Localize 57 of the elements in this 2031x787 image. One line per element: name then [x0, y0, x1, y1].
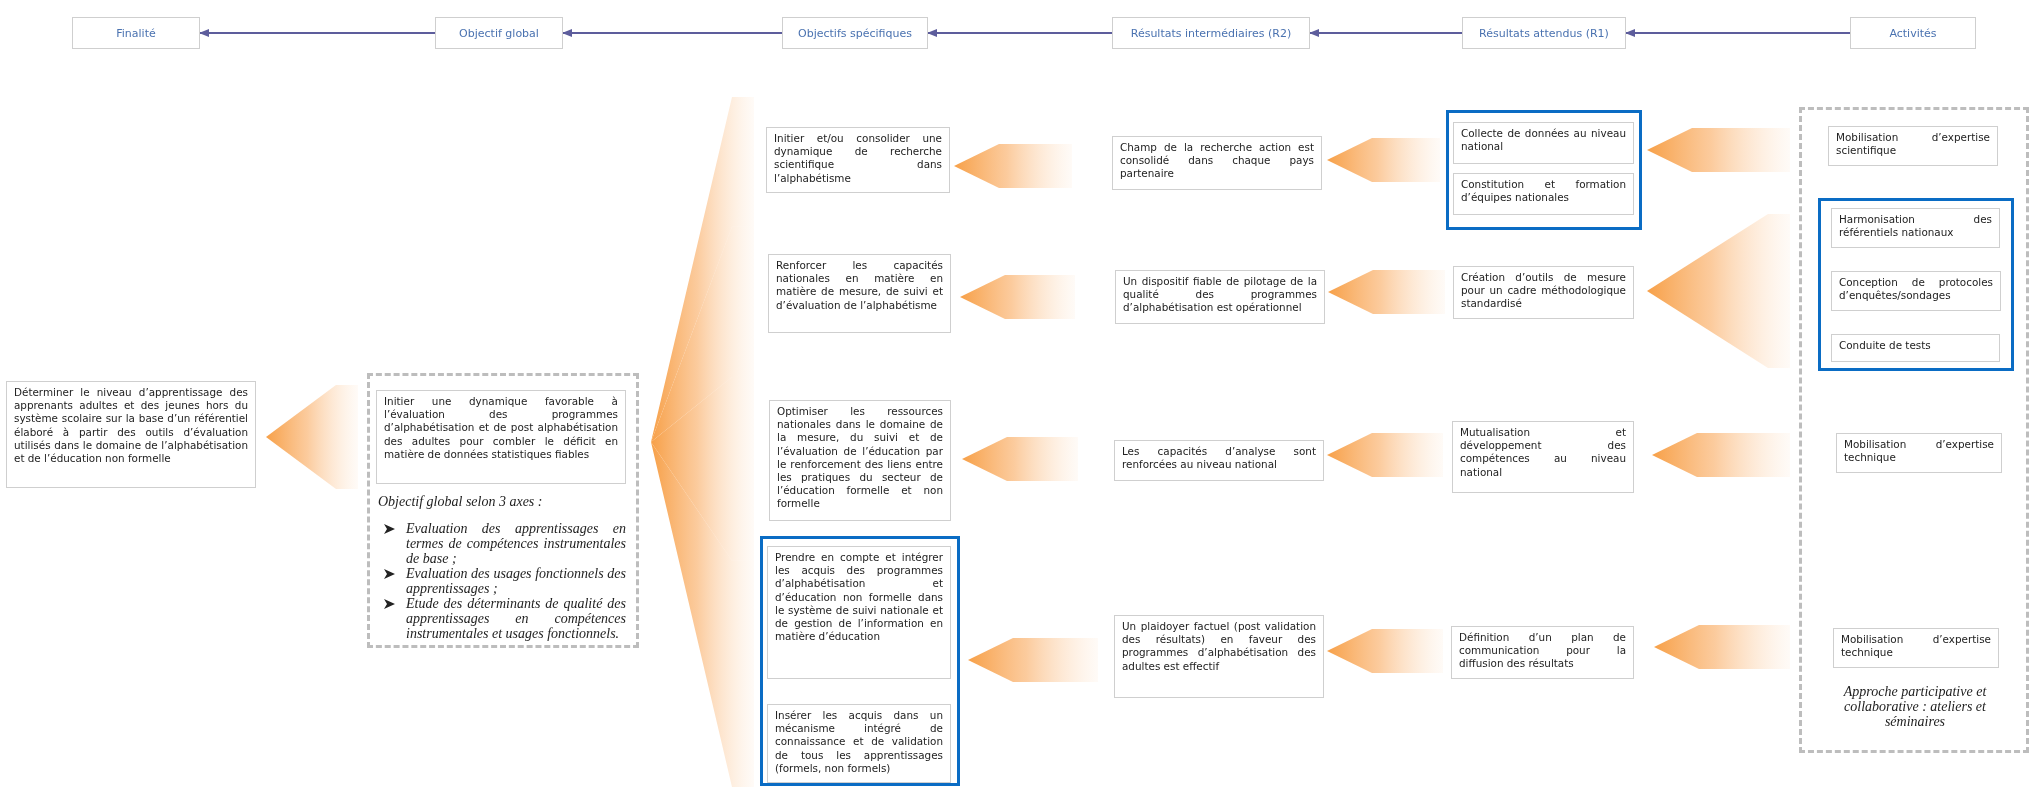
column-header: Activités — [1850, 17, 1976, 49]
text-box: Déterminer le niveau d’apprentissage des apprenants adultes et des jeunes hors du système scolaire sur la base d’un référentiel élaboré à partir des outils d’évaluation utilisés dans le domaine de l’alphabétisation et de l’éducation non formelle — [6, 381, 256, 488]
list-item: Evaluation des usages fonctionnels des apprentissages ; — [406, 566, 626, 596]
text-box: Insérer les acquis dans un mécanisme intégré de connaissance et de validation de tous les apprentissages (formels, non formels) — [767, 704, 951, 783]
text-box: Conception de protocoles d’enquêtes/sondages — [1831, 271, 2001, 311]
arrow — [1327, 433, 1443, 477]
arrow — [968, 638, 1098, 682]
text-box: Mobilisation d’expertise technique — [1836, 433, 2002, 473]
arrow — [927, 29, 1113, 37]
text-box: Initier une dynamique favorable à l’évaluation des programmes d’alphabétisation et de post alphabétisation des adultes pour combler le déficit en matière de données statistiques fiables — [376, 390, 626, 484]
dashed-group-frame — [367, 373, 639, 648]
arrow — [1654, 625, 1790, 669]
highlight-frame — [1818, 198, 2014, 371]
note-text: Approche participative et collaborative : ateliers et séminaires — [1842, 684, 1988, 729]
highlight-frame — [760, 536, 960, 786]
arrow — [960, 275, 1075, 319]
text-box: Un dispositif fiable de pilotage de la qualité des programmes d’alphabétisation est opérationnel — [1115, 270, 1325, 324]
text-box: Un plaidoyer factuel (post validation des résultats) en faveur des programmes d’alphabétisation des adultes est effectif — [1114, 615, 1324, 698]
column-header: Résultats intermédiaires (R2) — [1112, 17, 1310, 49]
arrow — [562, 29, 783, 37]
column-header: Résultats attendus (R1) — [1462, 17, 1626, 49]
text-box: Définition d’un plan de communication pour la diffusion des résultats — [1451, 626, 1634, 679]
column-header: Objectifs spécifiques — [782, 17, 928, 49]
text-box: Initier et/ou consolider une dynamique de recherche scientifique dans l’alphabétisme — [766, 127, 950, 193]
text-box: Renforcer les capacités nationales en matière en matière de mesure, de suivi et d’évaluation de l’alphabétisme — [768, 254, 951, 333]
arrow — [962, 437, 1078, 481]
text-box: Constitution et formation d’équipes nationales — [1453, 173, 1634, 215]
arrow — [1327, 629, 1443, 673]
text-box: Champ de la recherche action est consolidé dans chaque pays partenaire — [1112, 136, 1322, 190]
arrow — [1309, 29, 1463, 37]
list-heading: Objectif global selon 3 axes : — [378, 494, 544, 509]
text-box: Optimiser les ressources nationales dans le domaine de la mesure, du suivi et de l’évaluation de l’éducation par le renforcement des liens entre les pratiques du secteur de l’éducation formelle et non formelle — [769, 400, 951, 521]
text-box: Les capacités d’analyse sont renforcées au niveau national — [1114, 440, 1324, 481]
text-box: Mutualisation et développement des compétences au niveau national — [1452, 421, 1634, 493]
list-item: Etude des déterminants de qualité des apprentissages en compétences instrumentales et usages fonctionnels. — [406, 596, 626, 641]
text-box: Conduite de tests — [1831, 334, 2000, 362]
dashed-group-frame — [1799, 107, 2029, 753]
arrow — [651, 377, 754, 561]
arrow — [1647, 128, 1790, 172]
arrow — [199, 29, 436, 37]
text-box: Mobilisation d’expertise technique — [1833, 628, 1999, 668]
text-box: Mobilisation d’expertise scientifique — [1828, 126, 1998, 166]
arrow — [1327, 138, 1440, 182]
text-box: Création d’outils de mesure pour un cadre méthodologique standardisé — [1453, 266, 1634, 319]
arrow — [1647, 214, 1790, 368]
text-box: Harmonisation des référentiels nationaux — [1831, 208, 2000, 248]
text-box: Prendre en compte et intégrer les acquis des programmes d’alphabétisation et d’éducation non formelle dans le système de suivi nationale et de gestion de l’information en matière d’éducation — [767, 546, 951, 679]
column-header: Objectif global — [435, 17, 563, 49]
arrow — [1328, 270, 1445, 314]
arrow — [1652, 433, 1790, 477]
list-item: Evaluation des apprentissages en termes de compétences instrumentales de base ; — [406, 521, 626, 566]
text-box: Collecte de données au niveau national — [1453, 122, 1634, 164]
arrow — [954, 144, 1072, 188]
column-header: Finalité — [72, 17, 200, 49]
highlight-frame — [1446, 110, 1642, 230]
arrow — [266, 385, 358, 489]
arrow — [1625, 29, 1851, 37]
